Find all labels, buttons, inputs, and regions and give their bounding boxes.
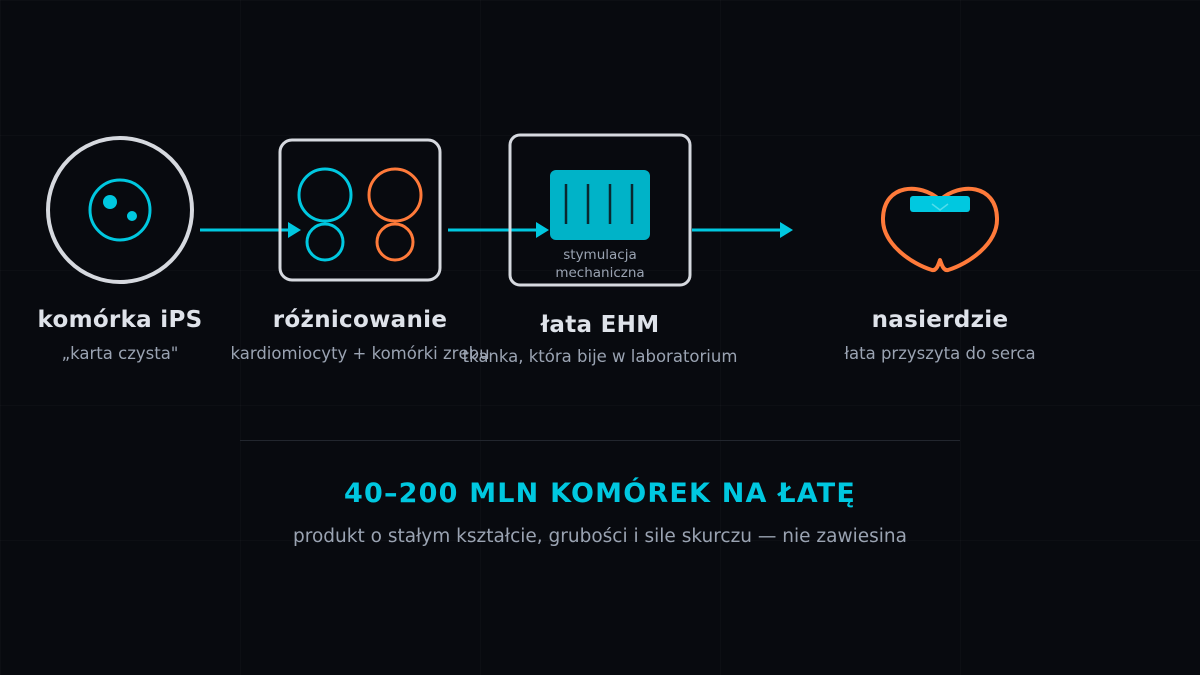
ehm-inner-note-line-1: stymulacja <box>563 247 637 263</box>
step-2-subtitle: kardiomiocyty + komórki zrębu <box>230 344 490 363</box>
differentiation-frame <box>278 138 442 282</box>
ehm-frame <box>508 133 692 287</box>
step-4-subtitle: łata przyszyta do serca <box>844 344 1036 363</box>
stem-cell-nucleolus <box>127 211 137 221</box>
ehm-inner-note-line-2: mechaniczna <box>555 265 645 281</box>
ehm-patch-icon <box>508 133 692 287</box>
stem-cell-nucleus <box>103 195 117 209</box>
stem-cell-outer-ring <box>46 136 194 284</box>
ehm-tissue-patch <box>550 170 650 240</box>
heart-outline <box>880 186 1000 273</box>
step-1-title: komórka iPS <box>37 307 203 333</box>
cardiomyocyte-cell-small <box>305 222 345 262</box>
stromal-cell-large <box>367 167 423 223</box>
summary-tagline: produkt o stałym kształcie, grubości i s… <box>293 526 907 547</box>
stem-cell-membrane <box>88 178 152 242</box>
step-1-subtitle: „karta czysta" <box>61 344 179 363</box>
flow-arrow-1 <box>200 222 301 238</box>
step-3-title: łata EHM <box>540 312 660 338</box>
epicardial-patch <box>910 196 970 212</box>
summary-headline: 40–200 MLN KOMÓREK NA ŁATĘ <box>343 478 857 509</box>
stem-cell-icon <box>46 136 194 284</box>
patch-fold <box>931 203 949 211</box>
step-3-subtitle: tkanka, która bije w laboratorium <box>462 347 738 366</box>
cardiomyocyte-cell-large <box>297 167 353 223</box>
section-divider <box>240 440 960 441</box>
flow-arrow-3 <box>692 222 793 238</box>
flow-arrow-2 <box>448 222 549 238</box>
step-4-title: nasierdzie <box>871 307 1009 333</box>
ehm-inner-note: stymulacja mechaniczna <box>555 246 644 282</box>
stromal-cell-small <box>375 222 415 262</box>
differentiation-cells-icon <box>278 138 442 282</box>
heart-with-patch-icon <box>880 186 1000 273</box>
step-2-title: różnicowanie <box>272 307 448 333</box>
